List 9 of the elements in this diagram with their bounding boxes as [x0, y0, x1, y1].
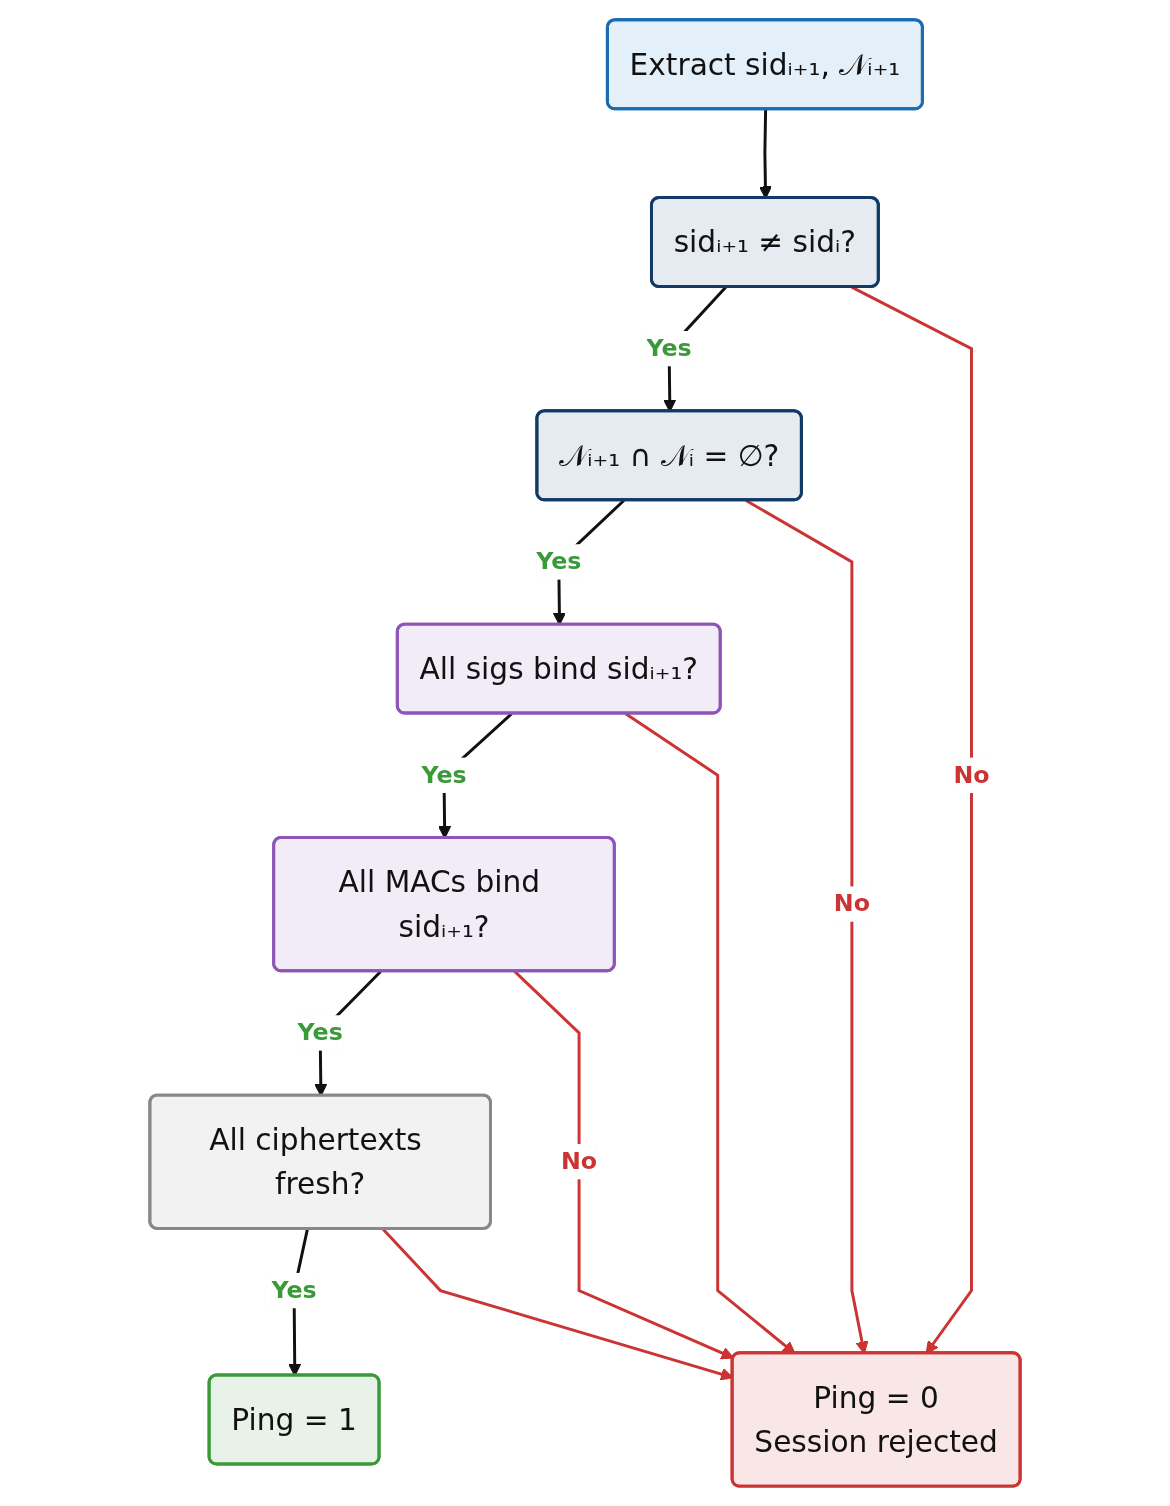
edge-label: Yes: [646, 333, 692, 362]
edge-label: No: [561, 1146, 598, 1176]
edge-label: No: [953, 760, 990, 789]
edge-label: No: [833, 889, 870, 918]
edge-label: Yes: [421, 760, 467, 789]
edge-label: Yes: [536, 547, 582, 576]
arrow: [513, 970, 735, 1360]
edge-label: Yes: [271, 1275, 317, 1304]
edge-label: Yes: [297, 1018, 343, 1047]
